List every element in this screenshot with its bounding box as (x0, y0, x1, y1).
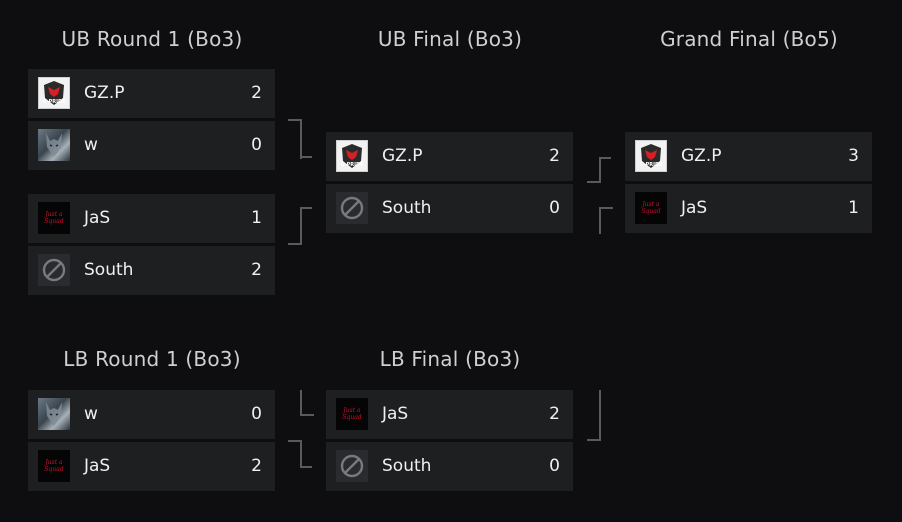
team-name: JaS (84, 208, 111, 228)
team-score: 0 (251, 404, 262, 424)
connector-ub-final-out (587, 157, 601, 183)
team-name: JaS (681, 198, 708, 218)
connector-ub-r1-m2 (288, 207, 302, 245)
svg-text:G-PRIDE: G-PRIDE (340, 162, 364, 168)
team-row-grand-final-gzp[interactable]: G-PRIDE GZ.P 3 (625, 132, 872, 181)
connector-lb-r1-bottom (288, 440, 302, 468)
team-name: South (382, 198, 432, 218)
team-row-ub-r1-m2-south[interactable]: South 2 (28, 246, 275, 295)
svg-text:G-PRIDE: G-PRIDE (639, 162, 663, 168)
connector-lb-r1-bottom-out (300, 466, 312, 468)
team-score: 3 (848, 146, 859, 166)
team-row-ub-r1-m1-gzp[interactable]: G-PRIDE GZ.P 2 (28, 69, 275, 118)
team-name: South (84, 260, 134, 280)
team-score: 2 (251, 260, 262, 280)
svg-text:Squad: Squad (44, 218, 63, 225)
no-logo-icon (336, 450, 368, 482)
connector-ub-r1-m1-out (300, 156, 312, 158)
wolf-logo (38, 398, 70, 430)
team-score: 1 (251, 208, 262, 228)
no-logo-icon (38, 254, 70, 286)
team-name: South (382, 456, 432, 476)
team-score: 0 (549, 198, 560, 218)
team-score: 1 (848, 198, 859, 218)
connector-lb-final-out (587, 390, 601, 441)
round-title-ub-final: UB Final (Bo3) (377, 27, 523, 51)
no-logo-icon (336, 192, 368, 224)
round-title-ub-r1: UB Round 1 (Bo3) (61, 27, 243, 51)
connector-lb-into-gf (599, 207, 613, 234)
team-score: 2 (549, 146, 560, 166)
team-score: 2 (549, 404, 560, 424)
round-title-lb-r1: LB Round 1 (Bo3) (63, 347, 241, 371)
team-name: GZ.P (84, 83, 125, 103)
team-name: JaS (382, 404, 409, 424)
g-pride-logo: G-PRIDE (336, 140, 368, 172)
team-score: 0 (251, 135, 262, 155)
connector-ub-r1-m1 (288, 119, 302, 159)
g-pride-logo: G-PRIDE (38, 77, 70, 109)
svg-text:G-PRIDE: G-PRIDE (42, 99, 66, 105)
team-row-ub-r1-m1-w[interactable]: w 0 (28, 121, 275, 170)
connector-ub-final-top (599, 157, 611, 159)
svg-text:Squad: Squad (641, 208, 660, 215)
g-pride-logo: G-PRIDE (635, 140, 667, 172)
svg-text:Just a: Just a (43, 211, 63, 218)
team-row-lb-final-south[interactable]: South 0 (326, 442, 573, 491)
round-title-lb-final: LB Final (Bo3) (379, 347, 521, 371)
team-name: GZ.P (382, 146, 423, 166)
svg-text:Just a: Just a (43, 459, 63, 466)
svg-text:Just a: Just a (640, 201, 660, 208)
team-row-lb-r1-w[interactable]: w 0 (28, 390, 275, 439)
team-name: w (84, 135, 98, 155)
team-name: w (84, 404, 98, 424)
team-name: GZ.P (681, 146, 722, 166)
connector-ub-r1-m2-out (300, 207, 312, 209)
svg-text:Just a: Just a (341, 407, 361, 414)
team-score: 2 (251, 83, 262, 103)
team-score: 0 (549, 456, 560, 476)
round-title-grand-final: Grand Final (Bo5) (660, 27, 838, 51)
team-name: JaS (84, 456, 111, 476)
svg-text:Squad: Squad (342, 414, 361, 421)
team-row-ub-final-gzp[interactable]: G-PRIDE GZ.P 2 (326, 132, 573, 181)
team-score: 2 (251, 456, 262, 476)
svg-text:Squad: Squad (44, 466, 63, 473)
connector-lb-r1-top (300, 390, 314, 416)
team-row-ub-final-south[interactable]: South 0 (326, 184, 573, 233)
wolf-logo (38, 129, 70, 161)
